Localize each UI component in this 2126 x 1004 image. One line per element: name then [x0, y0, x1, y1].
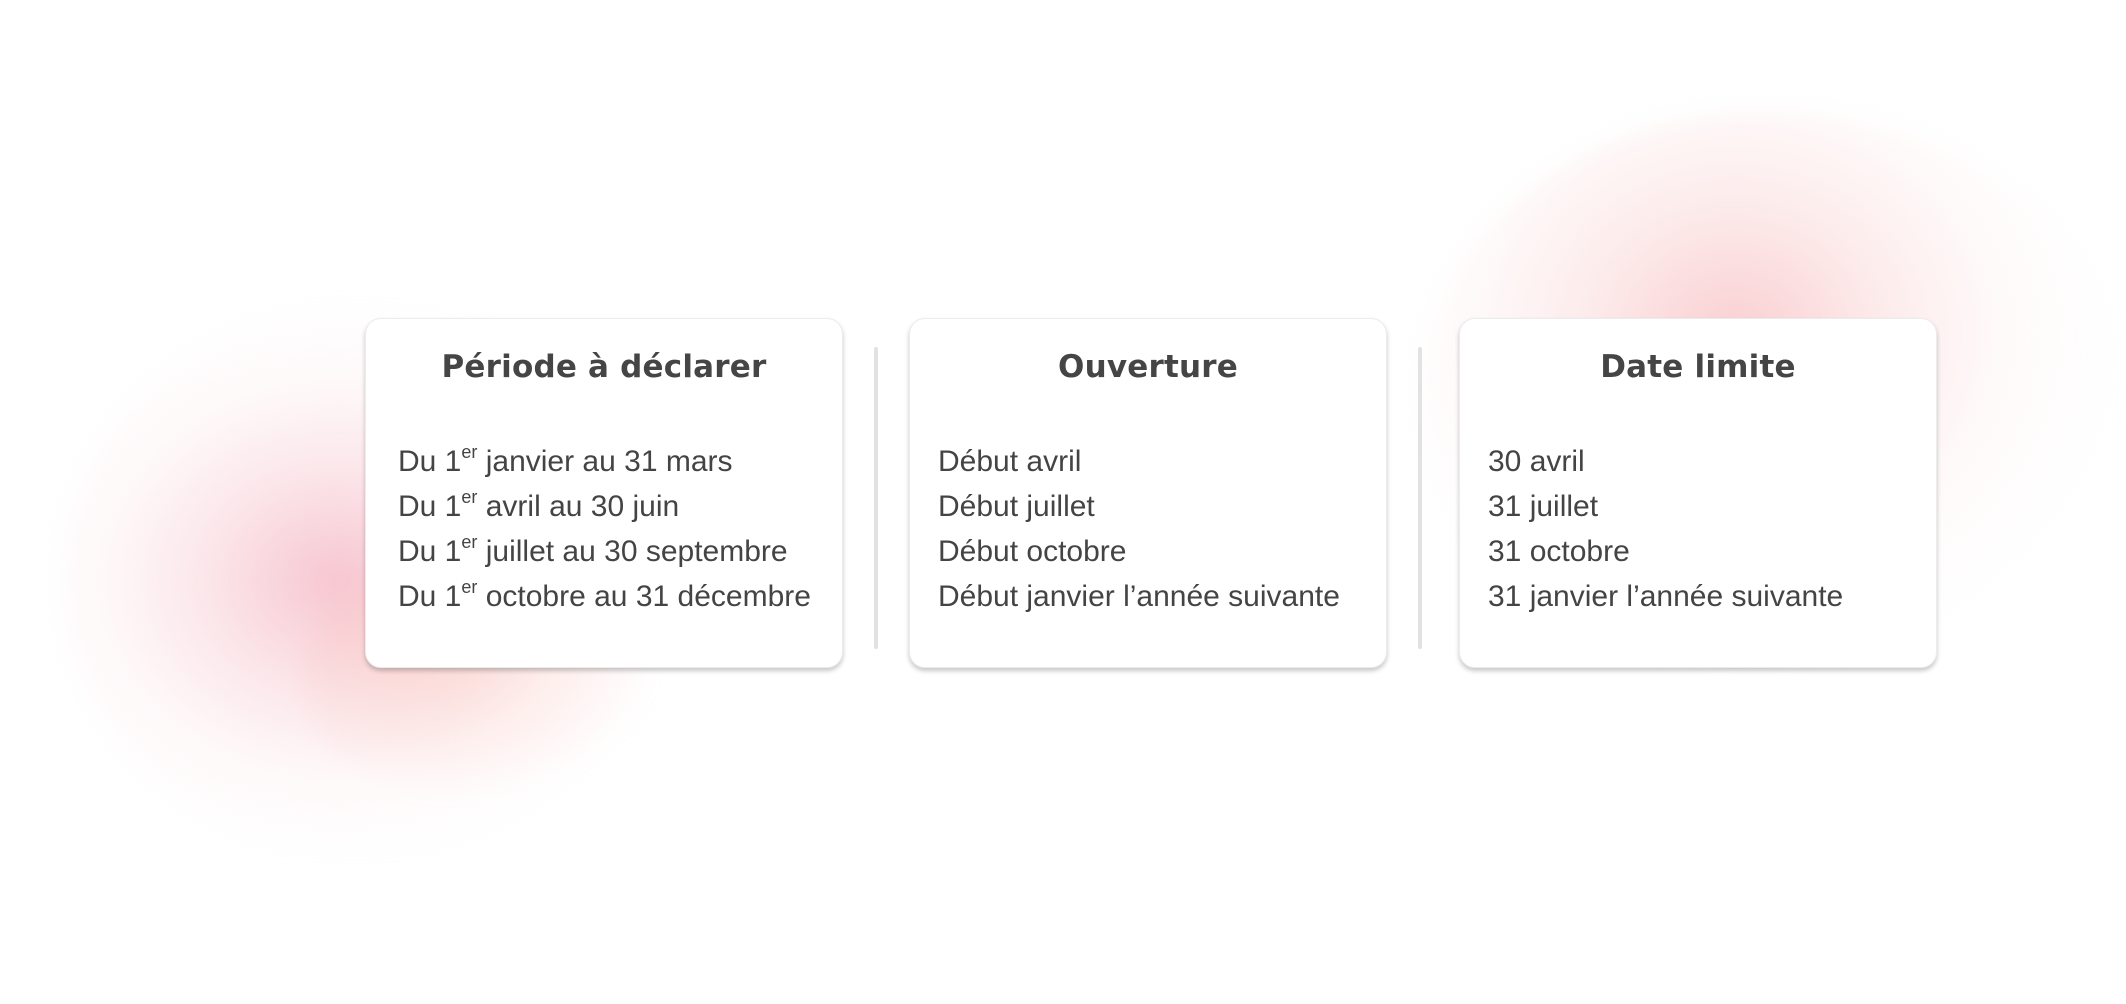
deadline-card: Date limite 30 avril 31 juillet 31 octob… [1459, 318, 1937, 668]
period-item-text: octobre au 31 décembre [477, 580, 811, 613]
ordinal-suffix: er [461, 487, 478, 507]
deadline-card-title: Date limite [1600, 349, 1796, 385]
ordinal-suffix: er [461, 442, 478, 462]
period-item-prefix: Du 1 [398, 445, 462, 478]
deadline-list: 30 avril 31 juillet 31 octobre 31 janvie… [1488, 439, 1843, 619]
column-divider [874, 347, 878, 649]
opening-item-q1: Début avril [938, 445, 1082, 478]
period-item-text: avril au 30 juin [477, 490, 680, 523]
opening-list: Début avril Début juillet Début octobre … [938, 439, 1340, 619]
deadline-item-q3: 31 octobre [1488, 535, 1630, 568]
deadline-item-q4: 31 janvier l’année suivante [1488, 580, 1844, 613]
period-item-q2: Du 1er avril au 30 juin [398, 484, 811, 529]
opening-item-q2: Début juillet [938, 490, 1095, 523]
period-item-q1: Du 1er janvier au 31 mars [398, 439, 811, 484]
opening-item-q4: Début janvier l’année suivante [938, 580, 1340, 613]
period-item-q3: Du 1er juillet au 30 septembre [398, 529, 811, 574]
period-item-text: janvier au 31 mars [477, 445, 733, 478]
period-item-prefix: Du 1 [398, 490, 462, 523]
column-divider [1418, 347, 1422, 649]
period-item-text: juillet au 30 septembre [477, 535, 788, 568]
opening-card-title: Ouverture [1058, 349, 1238, 385]
period-item-prefix: Du 1 [398, 580, 462, 613]
period-list: Du 1er janvier au 31 mars Du 1er avril a… [398, 439, 811, 619]
deadline-item-q1: 30 avril [1488, 445, 1585, 478]
opening-card: Ouverture Début avril Début juillet Débu… [909, 318, 1387, 668]
opening-item-q3: Début octobre [938, 535, 1127, 568]
period-card-title: Période à déclarer [441, 349, 767, 385]
period-item-q4: Du 1er octobre au 31 décembre [398, 574, 811, 619]
ordinal-suffix: er [461, 577, 478, 597]
ordinal-suffix: er [461, 532, 478, 552]
deadline-item-q2: 31 juillet [1488, 490, 1599, 523]
period-card: Période à déclarer Du 1er janvier au 31 … [365, 318, 843, 668]
period-item-prefix: Du 1 [398, 535, 462, 568]
